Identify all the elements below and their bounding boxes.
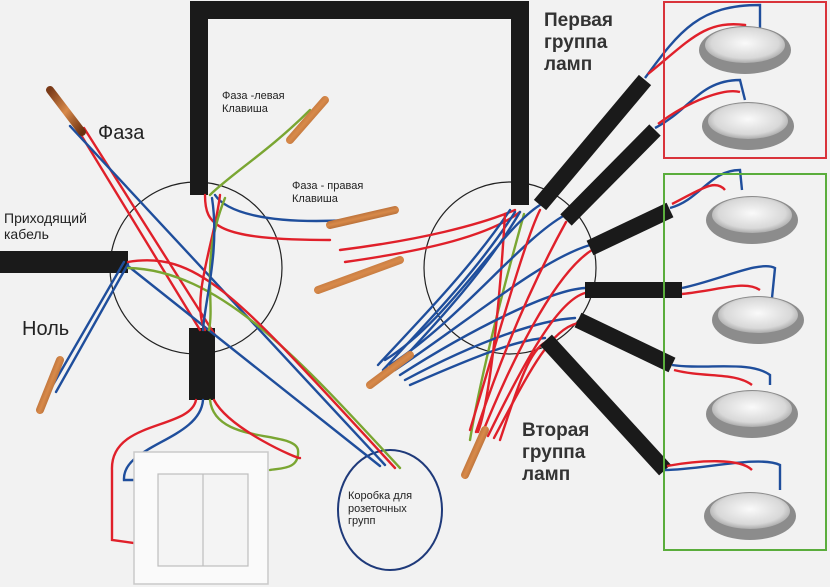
socket-box-label: Коробка для розеточных групп	[348, 490, 413, 528]
incoming-cable	[0, 251, 128, 273]
switch-cable	[189, 328, 215, 400]
twist-right-key	[326, 206, 399, 229]
group2-frame	[663, 173, 827, 551]
recessed-downlight-icon	[699, 26, 804, 540]
group1-label: Первая группа ламп	[544, 10, 613, 75]
group1-frame	[663, 1, 827, 159]
twist-neutral	[36, 356, 64, 414]
neutral-label: Ноль	[22, 318, 70, 340]
incoming-cable-label: Приходящий кабель	[4, 210, 87, 243]
group2-label: Вторая группа ламп	[522, 420, 590, 485]
right-key-label: Фаза - правая Клавиша	[292, 180, 364, 205]
phase-label: Фаза	[98, 122, 145, 144]
lamp-cable-1	[533, 74, 652, 211]
twist-phase	[46, 86, 86, 136]
socket-box-ellipse	[337, 449, 443, 571]
double-rocker-switch-icon	[133, 451, 269, 585]
top-cable	[190, 1, 529, 205]
junction-box-right	[423, 181, 597, 355]
left-key-label: Фаза -левая Клавиша	[222, 90, 285, 115]
twist-left-key	[286, 96, 329, 144]
